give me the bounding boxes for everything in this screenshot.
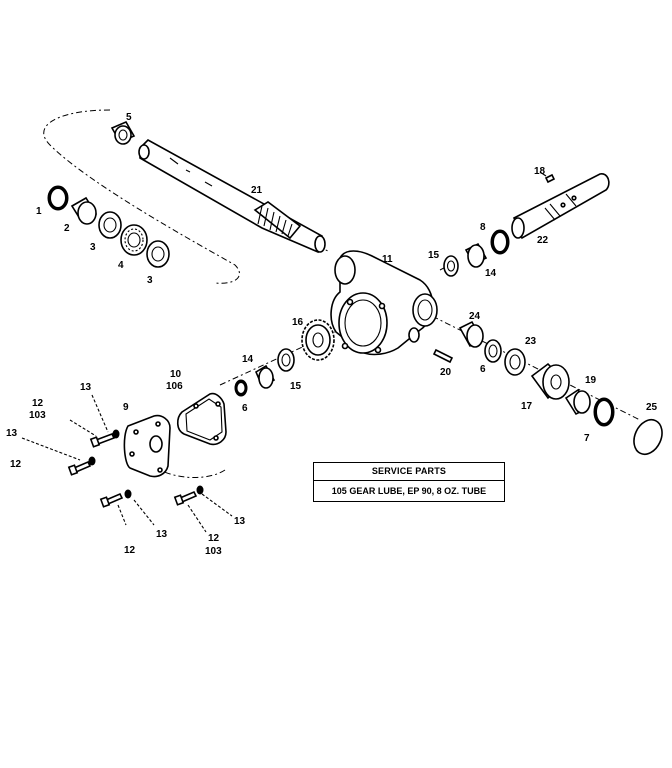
part-17-bushing [530,362,570,400]
label-2: 2 [64,223,70,234]
group-outline [43,109,240,284]
label-11: 11 [382,254,393,265]
part-14-bushing-right [464,242,488,268]
part-25-cap [633,418,663,456]
washer-13-lower-right [196,485,204,495]
label-6-right: 6 [480,364,486,375]
label-14-left: 14 [242,354,254,365]
label-12-top: 12 [32,398,44,409]
part-21-worm-shaft [138,139,326,254]
label-106: 106 [166,381,183,392]
service-parts-title: SERVICE PARTS [314,463,504,481]
label-23: 23 [525,336,537,347]
label-3a: 3 [90,242,96,253]
part-22-shaft [511,173,610,240]
label-13-lower-mid: 13 [156,529,168,540]
label-17: 17 [521,401,533,412]
label-12-lower-right: 12 [208,533,220,544]
label-103-lower: 103 [205,546,222,557]
label-103-top: 103 [29,410,46,421]
part-15-washer-right [443,255,459,277]
part-11-gear-housing [330,250,438,356]
part-5-bushing [110,120,136,145]
label-9: 9 [123,402,129,413]
bolt-12-lower-left [99,492,124,508]
part-10-gasket [176,392,227,446]
label-12-lower-left: 12 [124,545,136,556]
part-3-washer-b [146,240,170,268]
washer-13-upper [112,429,120,439]
part-8-ring [490,229,510,255]
label-10: 10 [170,369,182,380]
part-15-washer-left [277,348,295,372]
label-1: 1 [36,206,42,217]
part-labels: 5 21 1 2 3 4 3 11 15 14 8 22 18 16 14 15… [6,112,658,557]
label-15-left: 15 [290,381,302,392]
bolt-12-lower-right [173,490,198,506]
part-20-pin [432,348,454,364]
label-13-lower-right: 13 [234,516,246,527]
label-5: 5 [126,112,132,123]
part-18-pin [544,173,556,184]
washer-13-lower-left [124,489,132,499]
part-9-cover [123,414,171,478]
label-18: 18 [534,166,546,177]
part-14-bushing-left [254,364,276,389]
washer-13-mid [88,456,96,466]
label-3b: 3 [147,275,153,286]
label-6-left: 6 [242,403,248,414]
label-19: 19 [585,375,597,386]
leader-lines [21,171,547,533]
label-14-right: 14 [485,268,497,279]
service-parts-box: SERVICE PARTS 105 GEAR LUBE, EP 90, 8 OZ… [313,462,505,502]
part-19-bushing [564,388,591,416]
part-23-washer [504,348,526,376]
bolt-12-mid [67,460,92,476]
label-25: 25 [646,402,658,413]
label-7: 7 [584,433,590,444]
part-24-bushing [458,320,484,348]
label-21: 21 [251,185,263,196]
part-4-thrust-bearing [120,224,148,256]
label-16: 16 [292,317,304,328]
label-15-right: 15 [428,250,440,261]
label-24: 24 [469,311,481,322]
service-parts-item: 105 GEAR LUBE, EP 90, 8 OZ. TUBE [331,486,487,496]
group-outline-lower [159,469,226,478]
label-13-top: 13 [80,382,92,393]
bolt-12-upper [89,432,116,448]
part-6-ring-right [484,339,502,363]
part-16-spur-gear [301,319,335,361]
label-12-left: 12 [10,459,22,470]
label-4: 4 [118,260,124,271]
part-3-washer-a [98,211,122,239]
part-6-ring-left [234,379,248,397]
label-20: 20 [440,367,452,378]
label-22: 22 [537,235,549,246]
label-13-left: 13 [6,428,18,439]
part-1-retaining-ring [47,185,69,211]
axis-line-lower [419,309,641,421]
part-7-retaining-ring [593,397,615,427]
part-2-bushing [70,196,98,225]
label-8: 8 [480,222,486,233]
